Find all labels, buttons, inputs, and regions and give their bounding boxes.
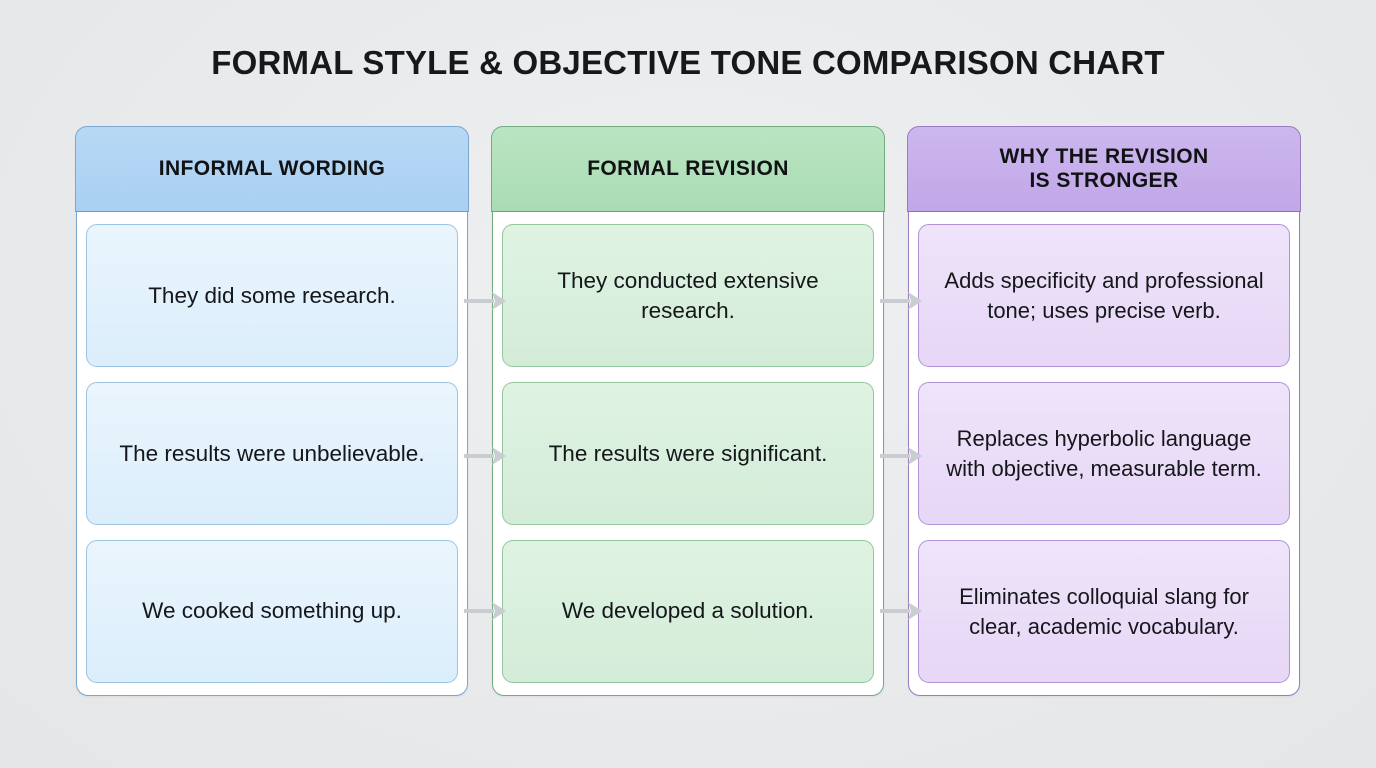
cell-why-row-3: Eliminates colloquial slang for clear, a… (918, 540, 1290, 683)
column-header-why-stronger-line-1: WHY THE REVISION (999, 144, 1209, 168)
cell-why-row-1: Adds specificity and professional tone; … (918, 224, 1290, 368)
column-body-formal-revision: They conducted extensive research. The r… (493, 212, 883, 695)
column-informal-wording: INFORMAL WORDING They did some research.… (75, 126, 469, 696)
cell-informal-row-1: They did some research. (86, 224, 458, 368)
comparison-board: INFORMAL WORDING They did some research.… (75, 126, 1301, 696)
column-header-why-stronger: WHY THE REVISION IS STRONGER (907, 126, 1301, 213)
cell-formal-row-3: We developed a solution. (502, 540, 874, 683)
column-header-formal-revision: FORMAL REVISION (491, 126, 885, 213)
cell-informal-row-3: We cooked something up. (86, 540, 458, 683)
cell-why-row-2: Replaces hyperbolic language with object… (918, 382, 1290, 526)
cell-formal-row-1: They conducted extensive research. (502, 224, 874, 368)
column-header-why-stronger-line-2: IS STRONGER (1029, 169, 1179, 193)
column-body-informal-wording: They did some research. The results were… (77, 212, 467, 695)
page-title: FORMAL STYLE & OBJECTIVE TONE COMPARISON… (211, 44, 1165, 81)
column-why-stronger: WHY THE REVISION IS STRONGER Adds specif… (907, 126, 1301, 696)
cell-formal-row-2: The results were significant. (502, 382, 874, 526)
cell-informal-row-2: The results were unbelievable. (86, 382, 458, 526)
column-body-why-stronger: Adds specificity and professional tone; … (909, 212, 1299, 695)
column-formal-revision: FORMAL REVISION They conducted extensive… (491, 126, 885, 696)
column-header-informal-wording: INFORMAL WORDING (75, 126, 469, 213)
